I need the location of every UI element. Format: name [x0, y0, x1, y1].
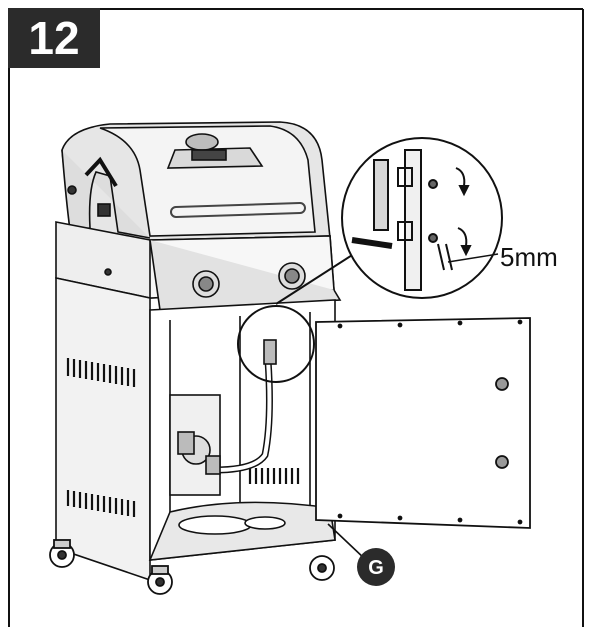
gas-regulator-hose [177, 339, 277, 475]
gap-measurement-label: 5mm [500, 242, 558, 272]
cart-door [315, 317, 531, 529]
control-panel [55, 221, 342, 311]
part-g-callout: G [327, 523, 395, 586]
step-number-badge: 12 [8, 8, 100, 68]
panel-border [8, 8, 584, 627]
casters [49, 539, 335, 595]
part-g-label: G [368, 557, 384, 579]
cart-body [55, 277, 336, 582]
detail-magnifier [237, 137, 503, 383]
side-vents [66, 358, 300, 517]
grill-lid [61, 121, 331, 243]
